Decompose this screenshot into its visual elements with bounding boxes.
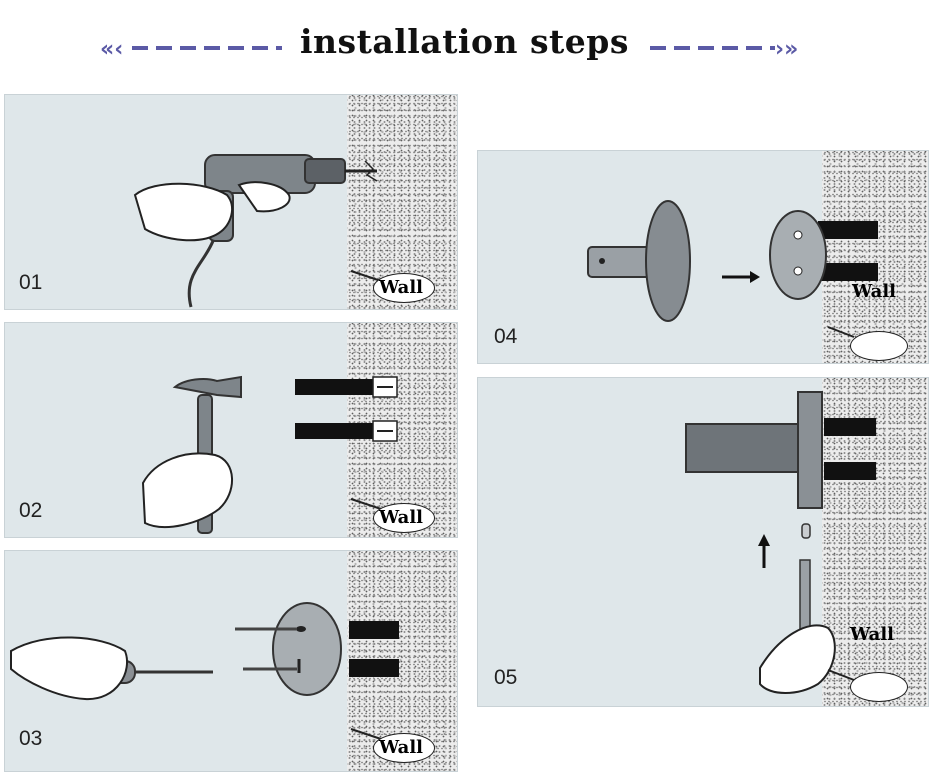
wall-callout [373,273,435,303]
step-number: 05 [494,666,518,689]
drill-illustration [133,154,378,308]
wall-label: Wall [850,624,894,645]
header: «‹ installation steps ›» [0,16,932,72]
step-number: 04 [494,325,518,348]
screwdriver-illustration [10,602,399,701]
callout-pointer [350,270,382,282]
step-05-panel: 05 Wall [477,377,929,707]
svg-text:›»: ›» [775,37,798,62]
svg-text:«‹: «‹ [100,37,123,62]
wall-texture [822,151,928,363]
tighten-illustration [685,391,876,694]
step-04-panel: 04 Wall [477,150,929,364]
step-number: 02 [19,499,43,522]
step-01-panel: 01 Wall [4,94,458,310]
callout-pointer [350,728,382,740]
wall-callout [373,733,435,763]
wall-texture [347,323,457,537]
wall-label: Wall [379,277,423,298]
callout-pointer [827,669,855,681]
step-number: 03 [19,727,43,750]
wall-callout [850,672,908,702]
left-arrow-decoration: «‹ [100,37,282,62]
step-02-panel: 02 Wall [4,322,458,538]
callout-pointer [827,326,855,338]
wall-callout [850,331,908,361]
wall-label: Wall [852,281,896,302]
step-03-panel: 03 Wall [4,550,458,772]
right-arrow-decoration: ›» [650,37,798,62]
step-number: 01 [19,271,43,294]
wall-callout [373,503,435,533]
mount-illustration [587,200,878,322]
page-title: installation steps [300,22,629,61]
hammer-illustration [141,375,398,534]
wall-label: Wall [379,507,423,528]
wall-label: Wall [379,737,423,758]
callout-pointer [350,498,382,510]
